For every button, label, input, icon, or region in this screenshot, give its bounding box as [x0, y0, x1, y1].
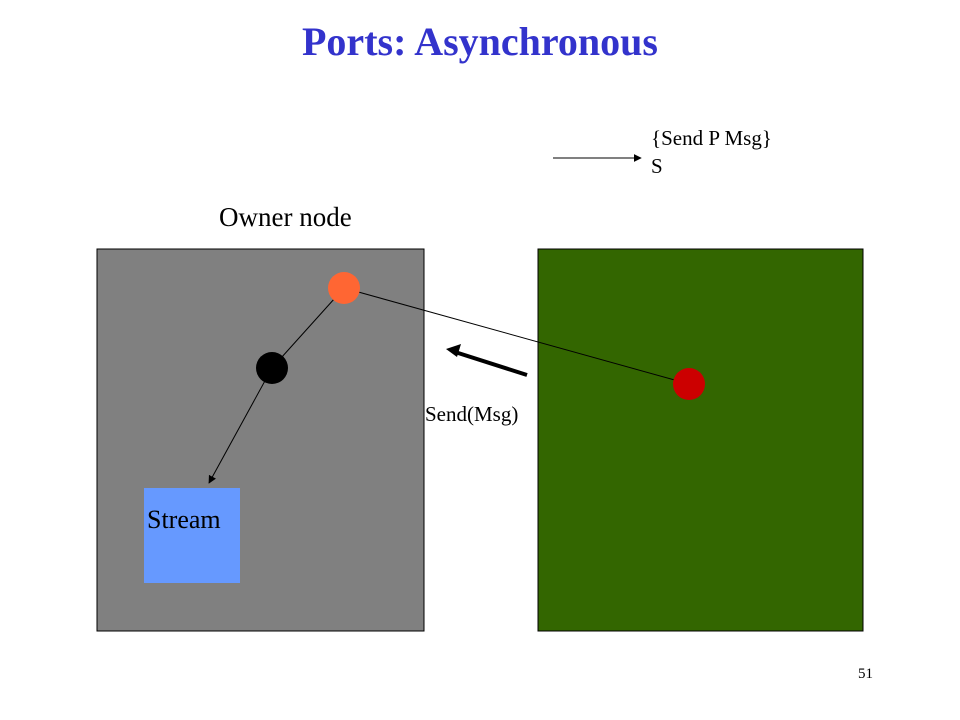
remote-site-box [537, 248, 864, 632]
legend-text: {Send P Msg} S [651, 124, 772, 180]
page-number: 51 [858, 666, 873, 682]
stream-label: Stream [147, 505, 221, 534]
port-node [328, 272, 360, 304]
legend-line-2: S [651, 154, 663, 178]
stream-box [144, 488, 240, 583]
legend-line-1: {Send P Msg} [651, 126, 772, 150]
send-arrow-head [446, 344, 461, 357]
port-to-sender-line [343, 287, 690, 385]
send-direction-arrow [454, 350, 528, 377]
owner-node-label: Owner node [219, 202, 352, 232]
port-to-thread-line [271, 287, 345, 369]
thread-to-stream-arrow [208, 367, 273, 484]
send-label: Send(Msg) [425, 402, 519, 426]
thread-node [256, 352, 288, 384]
sender-node [673, 368, 705, 400]
slide-title: Ports: Asynchronous [302, 19, 658, 64]
